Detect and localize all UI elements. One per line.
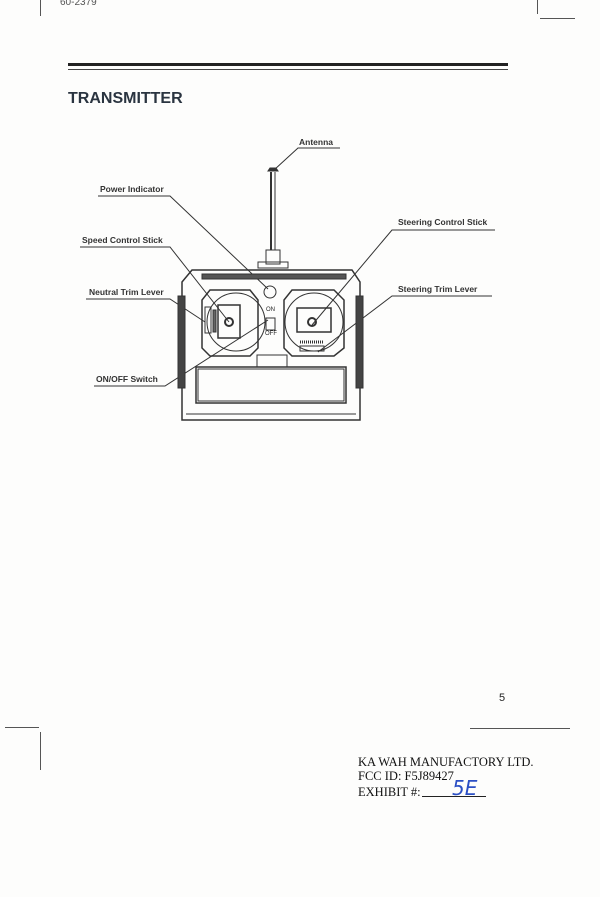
page-number: 5 [499, 692, 506, 704]
exhibit-underline [422, 796, 486, 797]
label-steering-trim-lever: Steering Trim Lever [398, 284, 478, 294]
section-title: TRANSMITTER [68, 90, 183, 107]
company-name: KA WAH MANUFACTORY LTD. [358, 755, 534, 769]
doc-number: 60-2379 [60, 0, 97, 8]
switch-off-label: OFF [265, 331, 277, 337]
antenna [257, 167, 289, 269]
fcc-id: FCC ID: F5J89427 [358, 769, 454, 783]
transmitter-body [177, 269, 364, 421]
exhibit-handwritten: 5E [452, 776, 478, 800]
crop-mark [470, 728, 570, 729]
label-neutral-trim-lever: Neutral Trim Lever [89, 287, 164, 297]
leader-lines [80, 147, 495, 387]
label-on-off-switch: ON/OFF Switch [96, 374, 158, 384]
crop-mark [540, 18, 575, 19]
crop-mark [40, 0, 41, 16]
switch-on-label: ON [266, 307, 275, 313]
label-antenna: Antenna [299, 137, 333, 147]
label-power-indicator: Power Indicator [100, 184, 164, 194]
crop-mark [537, 0, 538, 14]
header-rule-thin [68, 69, 508, 70]
label-speed-control-stick: Speed Control Stick [82, 235, 163, 245]
label-steering-control-stick: Steering Control Stick [398, 217, 488, 227]
exhibit-label: EXHIBIT #: [358, 785, 421, 799]
crop-mark [5, 727, 39, 728]
crop-mark [40, 732, 41, 770]
header-rule [68, 63, 508, 66]
